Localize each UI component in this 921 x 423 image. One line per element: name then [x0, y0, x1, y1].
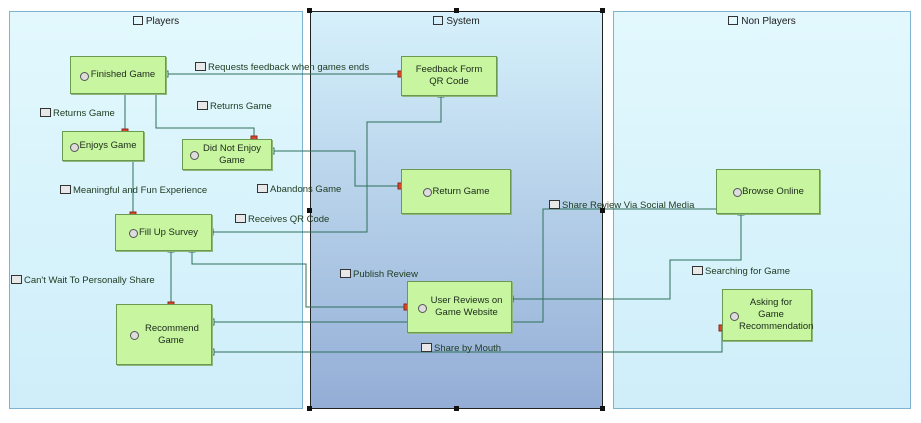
flow-label-cant-wait[interactable]: Can't Wait To Personally Share: [11, 275, 155, 286]
node-label: Fill Up Survey: [138, 226, 199, 238]
selection-handle: [307, 8, 312, 13]
node-feedback-form[interactable]: Feedback Form QR Code: [401, 56, 497, 96]
flow-searching: [512, 214, 742, 300]
pool-players-header: Players: [10, 16, 302, 27]
node-label: Finished Game: [90, 69, 156, 80]
node-browse-online[interactable]: Browse Online: [716, 169, 820, 214]
pool-icon: [728, 16, 739, 25]
flow-share-social: [212, 208, 762, 323]
flow-icon: [692, 266, 703, 275]
activity-icon: [423, 188, 432, 197]
selection-handle: [600, 406, 605, 411]
pool-icon: [132, 16, 143, 25]
node-user-reviews[interactable]: User Reviews on Game Website: [407, 281, 512, 333]
activity-icon: [730, 312, 739, 321]
flow-label-searching[interactable]: Searching for Game: [692, 266, 790, 277]
flow-label-returns-game-left[interactable]: Returns Game: [40, 108, 115, 119]
pool-system-title: System: [446, 16, 480, 27]
node-label: Enjoys Game: [79, 140, 137, 151]
flow-icon: [257, 184, 268, 193]
node-label: Asking for Game Recommendation: [739, 297, 814, 332]
selection-handle: [454, 8, 459, 13]
flow-icon: [197, 101, 208, 110]
node-asking-recommendation[interactable]: Asking for Game Recommendation: [722, 289, 814, 341]
node-label: Feedback Form QR Code: [415, 64, 483, 87]
node-label: Browse Online: [742, 185, 804, 197]
node-finished-game[interactable]: Finished Game: [70, 56, 166, 94]
flow-icon: [40, 108, 51, 117]
flow-icon: [549, 200, 560, 209]
node-fill-up-survey[interactable]: Fill Up Survey: [115, 214, 212, 251]
flow-icon: [235, 214, 246, 223]
pool-players-title: Players: [145, 16, 180, 27]
selection-handle: [307, 208, 312, 213]
selection-handle: [454, 406, 459, 411]
flow-label-returns-game-mid[interactable]: Returns Game: [197, 101, 272, 112]
node-recommend-game[interactable]: Recommend Game: [116, 304, 212, 365]
node-enjoys-game[interactable]: Enjoys Game: [62, 131, 144, 161]
flow-publish-review: [191, 251, 407, 308]
flow-label-share-social[interactable]: Share Review Via Social Media: [549, 200, 694, 211]
activity-icon: [418, 304, 427, 313]
flow-label-receives-qr[interactable]: Receives QR Code: [235, 214, 329, 225]
activity-icon: [70, 143, 79, 152]
flow-icon: [340, 269, 351, 278]
pool-non-players-title: Non Players: [741, 16, 796, 27]
activity-icon: [80, 72, 89, 81]
pool-non-players-header: Non Players: [614, 16, 910, 27]
activity-icon: [733, 188, 742, 197]
activity-icon: [130, 331, 139, 340]
flow-label-meaningful[interactable]: Meaningful and Fun Experience: [60, 185, 207, 196]
flow-returns-game-mid: [155, 94, 255, 140]
node-label: User Reviews on Game Website: [430, 295, 503, 318]
node-label: Return Game: [432, 185, 490, 197]
pool-icon: [433, 16, 444, 25]
flow-receives-qr: [212, 96, 442, 233]
node-did-not-enjoy[interactable]: Did Not Enjoy Game: [182, 139, 272, 170]
node-return-game[interactable]: Return Game: [401, 169, 511, 214]
flow-label-share-mouth[interactable]: Share by Mouth: [421, 343, 501, 354]
flow-label-requests-feedback[interactable]: Requests feedback when games ends: [195, 62, 369, 73]
flow-label-abandons[interactable]: Abandons Game: [257, 184, 341, 195]
activity-icon: [190, 151, 199, 160]
node-label: Did Not Enjoy Game: [202, 142, 262, 166]
flow-label-publish-review[interactable]: Publish Review: [340, 269, 418, 280]
flow-icon: [421, 343, 432, 352]
node-label: Recommend Game: [145, 322, 199, 346]
flow-abandons: [271, 150, 401, 187]
selection-handle: [600, 8, 605, 13]
selection-handle: [600, 208, 605, 213]
flow-icon: [195, 62, 206, 71]
pool-system-header: System: [311, 16, 602, 27]
selection-handle: [307, 406, 312, 411]
flow-icon: [11, 275, 22, 284]
activity-icon: [129, 229, 138, 238]
flow-icon: [60, 185, 71, 194]
